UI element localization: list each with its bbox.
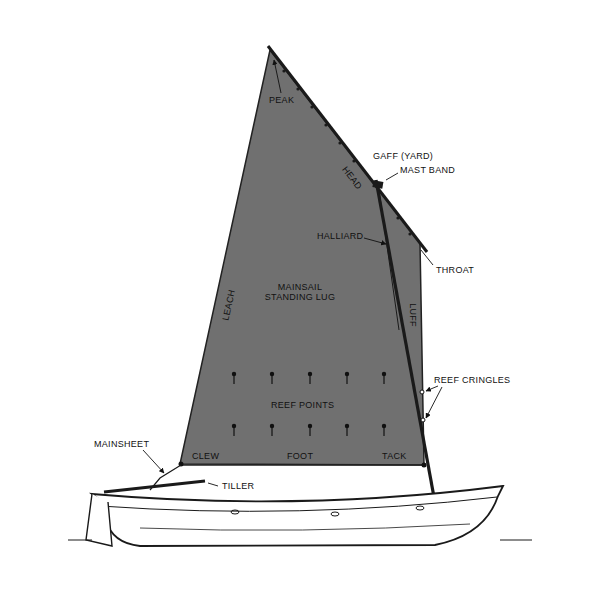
part-label: CLEW xyxy=(192,451,219,461)
thole-pins xyxy=(231,506,424,516)
tiller xyxy=(104,481,205,492)
waterline xyxy=(68,540,92,541)
part-label: HALLIARD xyxy=(317,231,363,241)
part-label: MAST BAND xyxy=(399,165,456,175)
part-label: FOOT xyxy=(287,451,313,461)
part-label: TILLER xyxy=(221,481,255,491)
part-label: REEF POINTS xyxy=(271,400,334,410)
leader-lines xyxy=(143,60,442,486)
mast xyxy=(376,180,440,530)
mainsail xyxy=(180,50,424,465)
part-label: GAFF (YARD) xyxy=(372,151,434,161)
reef-cringle xyxy=(421,418,425,422)
tack-ring xyxy=(422,463,427,468)
mainsheet-rope xyxy=(150,465,181,490)
sail-foot xyxy=(180,464,424,466)
part-label: THROAT xyxy=(435,265,475,275)
rubbing-strake xyxy=(100,497,497,511)
mast-band xyxy=(372,180,383,189)
part-label: LUFF xyxy=(408,303,418,327)
part-label: MAINSHEET xyxy=(93,439,150,449)
rudder xyxy=(86,494,112,546)
part-label: MAINSAIL STANDING LUG xyxy=(261,282,339,302)
waterline xyxy=(500,540,532,541)
part-label: PEAK xyxy=(269,95,294,105)
part-label: TACK xyxy=(382,451,407,461)
hull xyxy=(92,486,503,546)
reef-points xyxy=(232,372,385,436)
gaff-spar xyxy=(268,46,427,252)
hull-line xyxy=(140,524,470,530)
reef-cringle xyxy=(420,390,424,394)
part-label: REEF CRINGLES xyxy=(433,375,511,385)
